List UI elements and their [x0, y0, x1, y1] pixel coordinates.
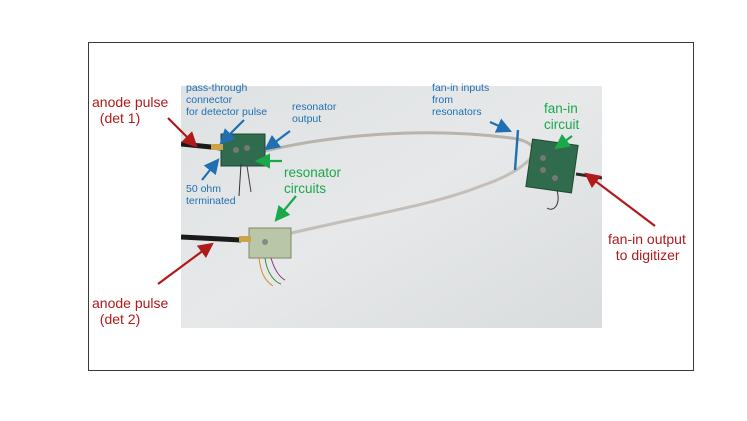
- board-resonator1: [220, 133, 266, 167]
- label-fanin-circuit: fan-in circuit: [544, 101, 580, 132]
- label-anode-pulse-det1: anode pulse (det 1): [92, 94, 169, 127]
- photo-setup: [181, 86, 602, 328]
- label-50-ohm-terminated: 50 ohm terminated: [186, 183, 236, 208]
- connector-1: [211, 144, 223, 150]
- label-anode-pulse-det2: anode pulse (det 2): [92, 295, 169, 328]
- board-fanin: [525, 138, 579, 194]
- connector-2: [239, 236, 251, 242]
- board-resonator2: [248, 227, 292, 259]
- label-resonator-output: resonator output: [292, 101, 337, 126]
- photo-background: [181, 86, 602, 328]
- cable-det2: [181, 234, 242, 243]
- label-fanin-inputs: fan-in inputs from resonators: [432, 82, 490, 119]
- cable-resonator1: [252, 131, 535, 156]
- figure-frame: [88, 42, 694, 371]
- label-fanin-output: fan-in output to digitizer: [608, 231, 686, 264]
- label-pass-through-connector: pass-through connector for detector puls…: [186, 82, 268, 119]
- label-resonator-circuits: resonator circuits: [284, 165, 342, 196]
